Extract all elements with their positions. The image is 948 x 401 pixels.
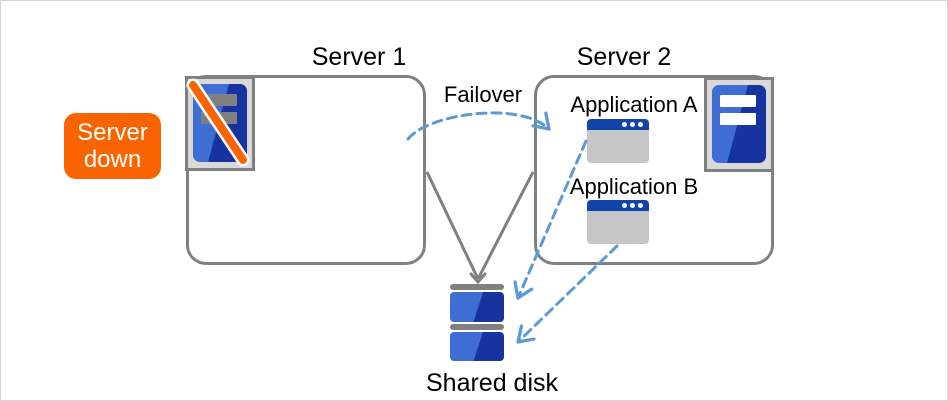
server-down-icon [185, 76, 255, 171]
shared-disk-label: Shared disk [425, 369, 559, 397]
server2-chassis [712, 85, 766, 163]
application-b-label: Application B [569, 174, 699, 199]
app-window-icon-a [587, 119, 649, 163]
disk-arrowhead [469, 272, 487, 284]
shared-disk-icon [450, 284, 504, 361]
failover-arrow [406, 111, 551, 141]
failover-label: Failover [443, 82, 523, 107]
server1-chassis [193, 84, 247, 162]
server2-to-disk-line [476, 171, 535, 280]
server1-label: Server 1 [311, 43, 407, 71]
application-a-label: Application A [570, 92, 698, 117]
server1-to-disk-line [425, 171, 480, 280]
app-window-icon-b [587, 200, 649, 244]
server-icon [704, 77, 774, 172]
server-down-badge: Server down [64, 113, 161, 179]
server-down-badge-label: Server down [77, 119, 148, 173]
server2-label: Server 2 [576, 43, 672, 71]
